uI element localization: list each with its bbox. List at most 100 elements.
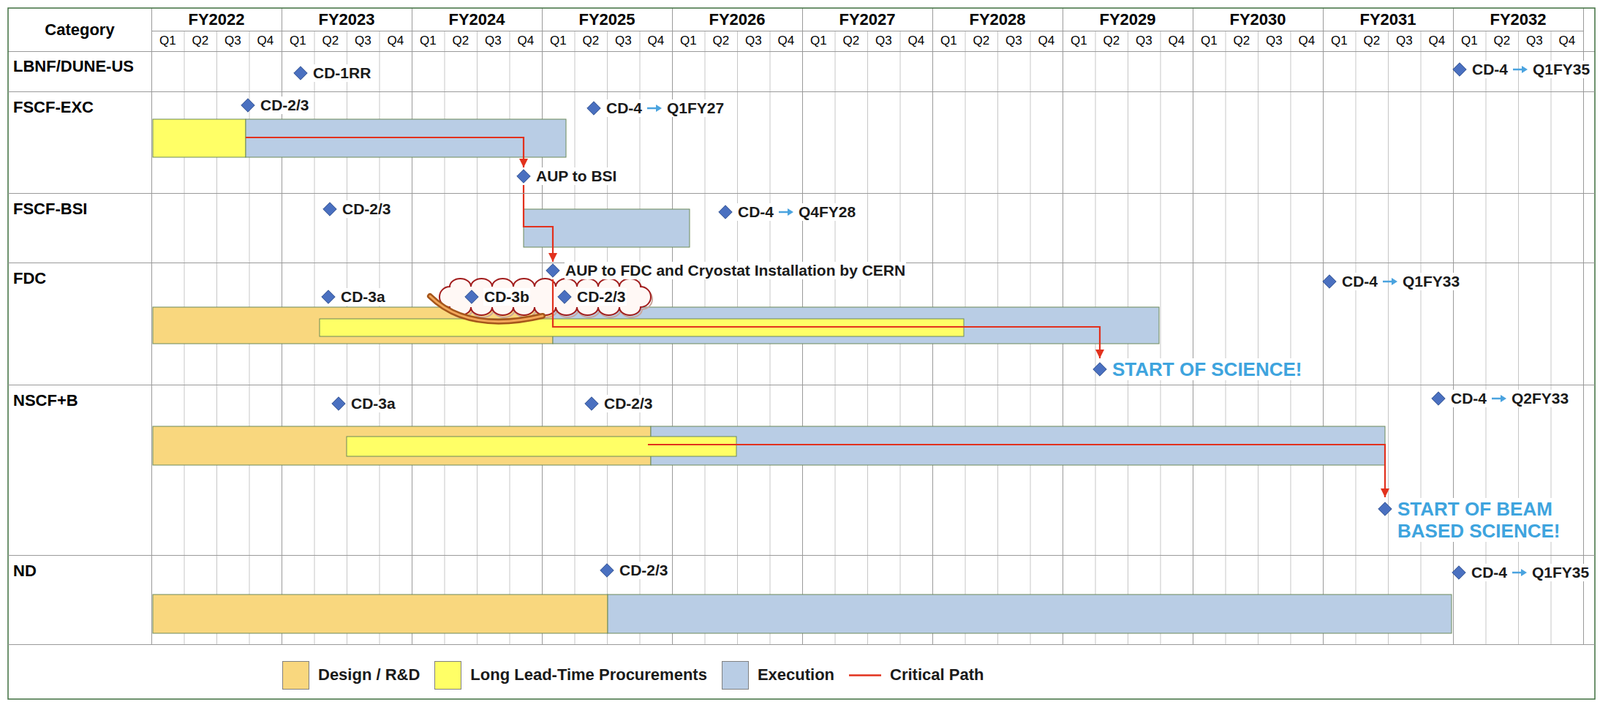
- milestone: CD-2/3: [557, 288, 627, 306]
- header-label: FY2032: [1489, 10, 1546, 30]
- milestone: CD-2/3: [599, 561, 670, 580]
- header-cell: Q3: [997, 30, 1031, 52]
- header-label: Q1: [159, 33, 177, 49]
- milestone-diamond: [718, 204, 733, 220]
- header-label: Q2: [1493, 33, 1511, 49]
- header-cell: Q4: [639, 30, 673, 52]
- arrow-shaft: [1512, 571, 1523, 575]
- milestone-label: AUP to FDC and Cryostat Installation by …: [564, 261, 907, 280]
- milestone-label: CD-4: [737, 203, 775, 221]
- arrow-shaft: [1491, 397, 1503, 400]
- header-cell: Q1: [411, 30, 445, 52]
- header-label: Q2: [712, 33, 730, 49]
- milestone: AUP to FDC and Cryostat Installation by …: [545, 261, 907, 280]
- header-cell: Q4: [1160, 30, 1194, 52]
- row-label: NSCF+B: [13, 391, 79, 410]
- header-cell: FY2028: [932, 8, 1063, 31]
- milestone-date: Q1FY35: [1531, 60, 1591, 79]
- header-cell: Q3: [737, 30, 771, 52]
- procurement-bar: [346, 436, 737, 457]
- header-label: Q2: [842, 33, 860, 49]
- header-cell: Q1: [541, 30, 575, 52]
- header-label: FY2024: [448, 10, 505, 30]
- milestone: CD-2/3: [240, 96, 311, 115]
- milestone-date: Q2FY33: [1510, 389, 1570, 408]
- header-label: Q4: [1428, 33, 1445, 49]
- diamond-shape: [587, 101, 601, 115]
- legend-label: Long Lead-Time Procurements: [470, 665, 708, 685]
- header-cell: FY2023: [281, 8, 412, 31]
- milestone-diamond: [586, 100, 602, 116]
- diamond-shape: [241, 98, 255, 112]
- diamond-shape: [321, 290, 335, 304]
- milestone-label: CD-4: [1470, 563, 1508, 582]
- header-label: FY2029: [1099, 10, 1156, 30]
- header-label: Q3: [484, 33, 502, 49]
- header-cell: Q2: [835, 30, 869, 52]
- blue-arrow: [646, 99, 663, 118]
- header-label: Q4: [777, 33, 795, 49]
- header-cell: FY2029: [1062, 8, 1193, 31]
- milestone-label: CD-4: [1450, 389, 1488, 408]
- legend-swatch: [282, 661, 310, 690]
- header-label: FY2030: [1229, 10, 1286, 30]
- header-label: Q2: [451, 33, 469, 49]
- header-line: [8, 51, 1595, 52]
- diamond-shape: [1431, 391, 1445, 406]
- header-label: Q3: [875, 33, 893, 49]
- diamond-shape: [465, 290, 479, 304]
- milestone-diamond: [1377, 501, 1393, 517]
- swimlane-row: FSCF-BSICD-2/3CD-4Q4FY28: [8, 193, 1595, 264]
- arrow-tip: [1521, 65, 1528, 74]
- milestone-label: CD-4: [1471, 60, 1509, 79]
- header-cell: Q3: [346, 30, 380, 52]
- header-cell: Q2: [184, 30, 218, 52]
- header-cell: Q3: [476, 30, 510, 52]
- header-label: FY2031: [1359, 10, 1416, 30]
- header-cell: FY2024: [411, 8, 542, 31]
- milestone: CD-4Q1FY35: [1451, 563, 1590, 582]
- header-cell: Q4: [1030, 30, 1064, 52]
- row-label: ND: [13, 562, 37, 580]
- header-label: Q2: [972, 33, 990, 49]
- milestone: START OF SCIENCE!: [1092, 358, 1304, 381]
- header-cell: Q1: [1322, 30, 1356, 52]
- header-label: Q3: [1526, 33, 1543, 49]
- diamond-shape: [293, 66, 308, 80]
- arrow-tip: [655, 104, 662, 112]
- header-label: Q2: [321, 33, 339, 49]
- row-label: FSCF-EXC: [13, 98, 94, 117]
- header-label: Q4: [1037, 33, 1055, 49]
- header-label: Q3: [1265, 33, 1283, 49]
- legend-label: Design / R&D: [318, 665, 420, 685]
- milestone: CD-1RR: [293, 64, 372, 82]
- header-cell: Q2: [1485, 30, 1519, 52]
- header-label: FY2028: [968, 10, 1026, 30]
- header-label: Q4: [517, 33, 534, 49]
- legend-line: [848, 674, 882, 677]
- arrow-tip: [787, 208, 794, 216]
- diamond-shape: [1322, 274, 1337, 289]
- frame: [8, 8, 1595, 700]
- milestone-label: CD-2/3: [259, 96, 311, 115]
- arrow-tip: [1391, 277, 1398, 286]
- arrow-tip: [1521, 568, 1527, 577]
- header-cell: Q3: [1387, 30, 1421, 52]
- header-line: [151, 30, 1584, 32]
- header-label: Q2: [1363, 33, 1380, 49]
- milestone-label: CD-4: [1341, 272, 1379, 291]
- header-cell: Q4: [1551, 30, 1584, 52]
- header-label: FY2025: [578, 10, 635, 30]
- procurement-bar: [152, 119, 246, 158]
- arrow-tip: [1500, 394, 1507, 403]
- row-label: FSCF-BSI: [13, 200, 88, 218]
- diamond-shape: [546, 263, 560, 278]
- row-label: FDC: [13, 269, 47, 288]
- header-cell: Q4: [379, 30, 413, 52]
- milestone: START OF BEAM BASED SCIENCE!: [1377, 497, 1581, 542]
- header-label: Q2: [191, 33, 209, 49]
- milestone: CD-4Q4FY28: [718, 203, 857, 221]
